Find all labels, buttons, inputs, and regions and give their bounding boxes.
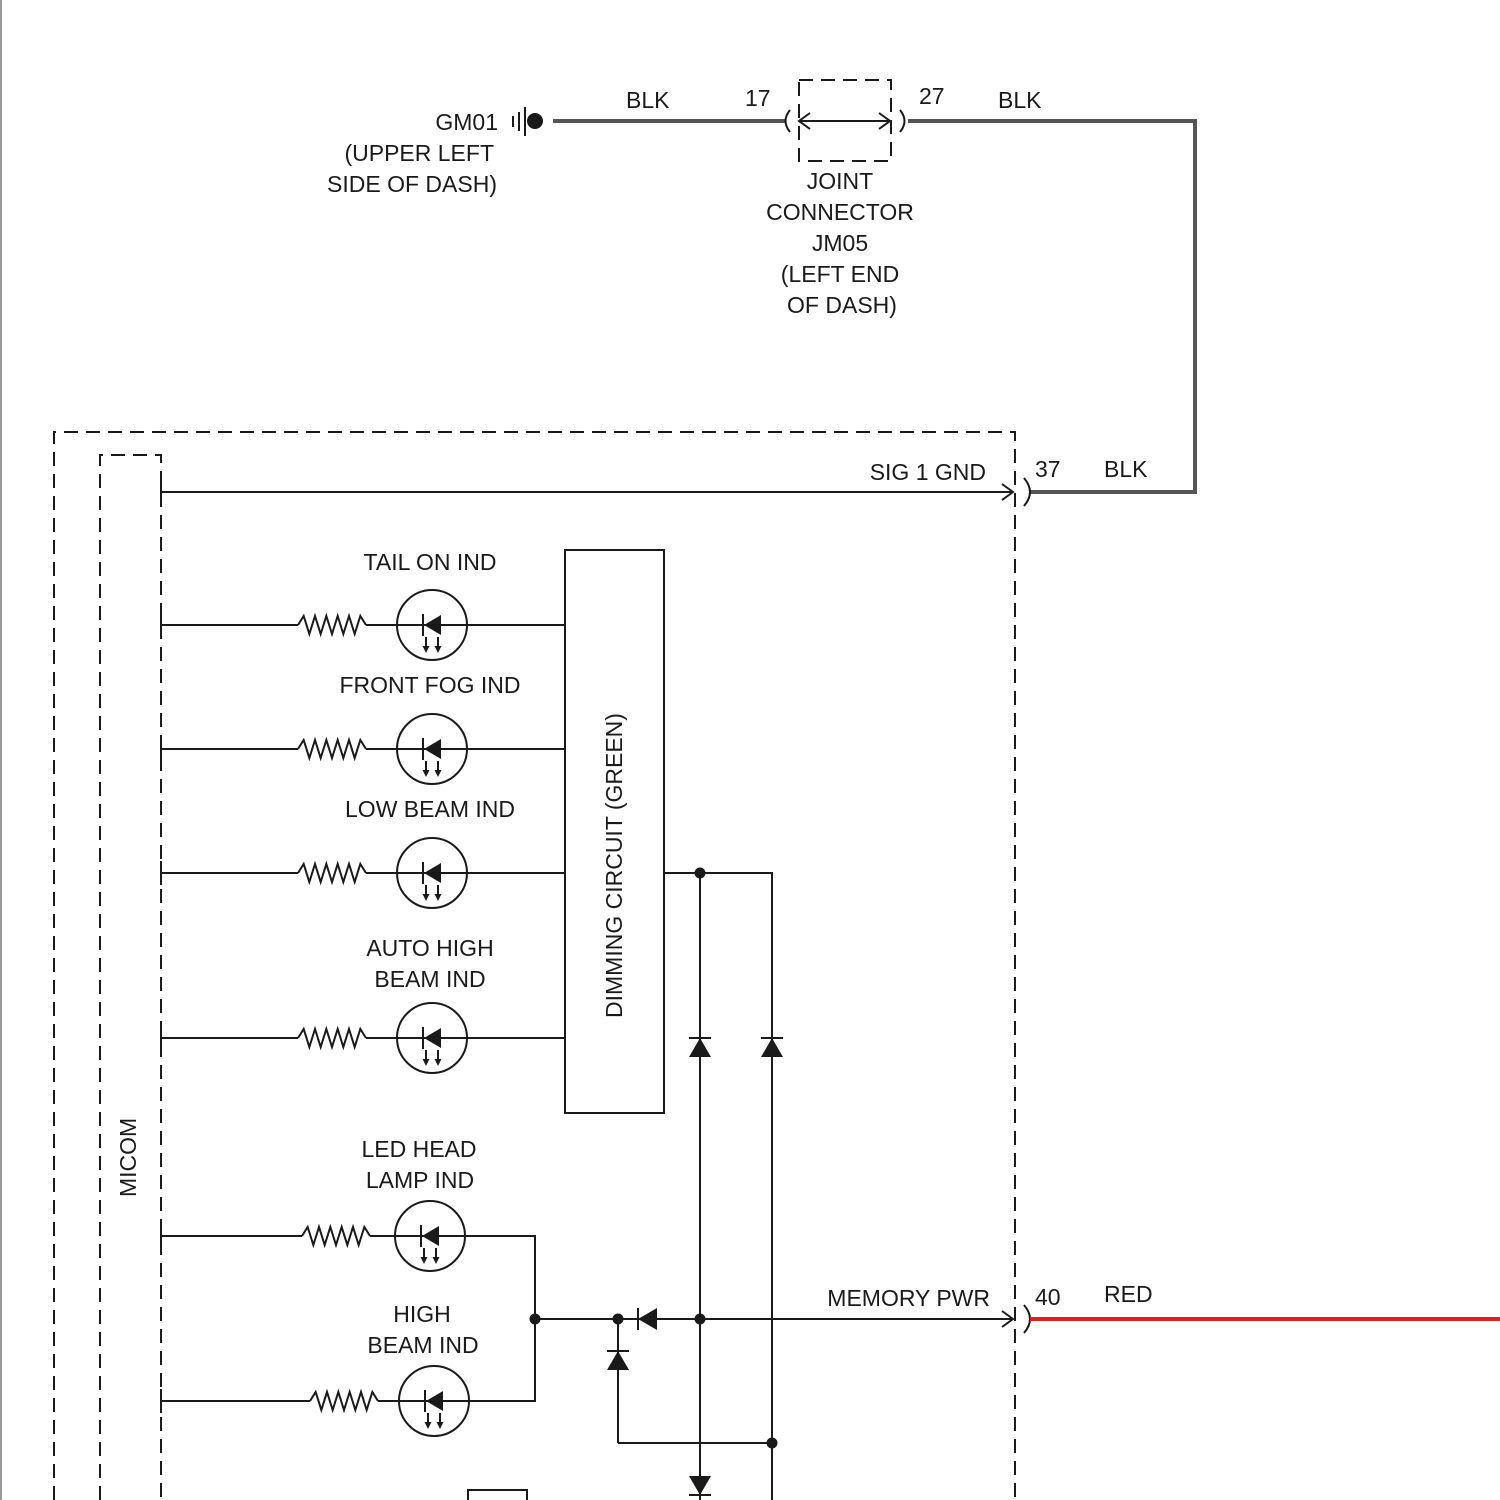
diode-horizontal-left — [638, 1308, 657, 1330]
led-head-lamp-ind-label-line2: LAMP IND — [366, 1167, 474, 1193]
dimming-circuit-label: DIMMING CIRCUIT (GREEN) — [601, 713, 627, 1018]
auto-high-beam-ind-label-line2: BEAM IND — [374, 966, 485, 992]
auto-high-beam-ind-resistor — [298, 1029, 366, 1047]
tail-on-ind — [161, 590, 565, 660]
low-beam-ind-label: LOW BEAM IND — [345, 796, 515, 822]
memory-pwr-wire-color-label: RED — [1104, 1281, 1153, 1307]
ground-location-line1: (UPPER LEFT — [344, 140, 494, 166]
memory-pwr-pin-40: 40 — [1035, 1284, 1061, 1310]
micom-outline — [100, 455, 161, 1500]
tail-on-ind-resistor — [298, 616, 366, 634]
joint-connector-label-line3: JM05 — [812, 230, 868, 256]
micom-label: MICOM — [115, 1118, 141, 1197]
front-fog-ind-resistor — [298, 740, 366, 758]
joint-pin-17: 17 — [745, 85, 771, 111]
high-beam-ind-resistor — [310, 1392, 378, 1410]
sig-gnd-wire-color-label: BLK — [1104, 456, 1148, 482]
sig-gnd-label: SIG 1 GND — [870, 459, 986, 485]
front-fog-ind — [161, 714, 565, 784]
ground-location-line2: SIDE OF DASH) — [327, 171, 497, 197]
high-beam-ind-label-line1: HIGH — [393, 1301, 451, 1327]
memory-pwr-connector-symbol — [1024, 1305, 1030, 1333]
joint-connector-label-line2: CONNECTOR — [766, 199, 914, 225]
low-beam-ind — [161, 838, 565, 908]
sig-gnd-connector-symbol — [1024, 478, 1030, 506]
diode-small-up — [607, 1351, 629, 1370]
ground-wire-color-label: BLK — [626, 87, 670, 113]
diode-right-up — [761, 1038, 783, 1057]
tail-on-ind-label: TAIL ON IND — [364, 549, 497, 575]
joint-connector-label-line5: OF DASH) — [787, 292, 897, 318]
joint-to-sig-gnd-wire — [908, 121, 1195, 492]
joint-connector-label-line4: (LEFT END — [781, 261, 899, 287]
memory-pwr-label: MEMORY PWR — [827, 1285, 990, 1311]
ground-gm01 — [512, 107, 543, 136]
front-fog-ind-label: FRONT FOG IND — [339, 672, 520, 698]
diode-left-up — [689, 1038, 711, 1057]
high-beam-ind-label-line2: BEAM IND — [367, 1332, 478, 1358]
auto-high-beam-ind — [161, 1003, 565, 1073]
led-head-lamp-ind-label-line1: LED HEAD — [361, 1136, 476, 1162]
diode-network — [465, 868, 1013, 1500]
joint-out-wire-color-label: BLK — [998, 87, 1042, 113]
indicator-group — [161, 480, 565, 1436]
diode-bottom-down — [689, 1476, 711, 1495]
ground-terminal-dot — [527, 113, 543, 129]
high-beam-ind — [161, 1366, 469, 1436]
led-head-lamp-ind-resistor — [302, 1227, 370, 1245]
auto-high-beam-ind-label-line1: AUTO HIGH — [366, 935, 493, 961]
sig-gnd-pin-37: 37 — [1035, 456, 1061, 482]
joint-connector-label-line1: JOINT — [807, 168, 873, 194]
low-beam-ind-resistor — [298, 864, 366, 882]
joint-pin-27: 27 — [919, 83, 945, 109]
joint-connector-jm05 — [786, 80, 905, 161]
led-head-lamp-ind — [161, 1201, 465, 1271]
ground-id-label: GM01 — [435, 109, 498, 135]
